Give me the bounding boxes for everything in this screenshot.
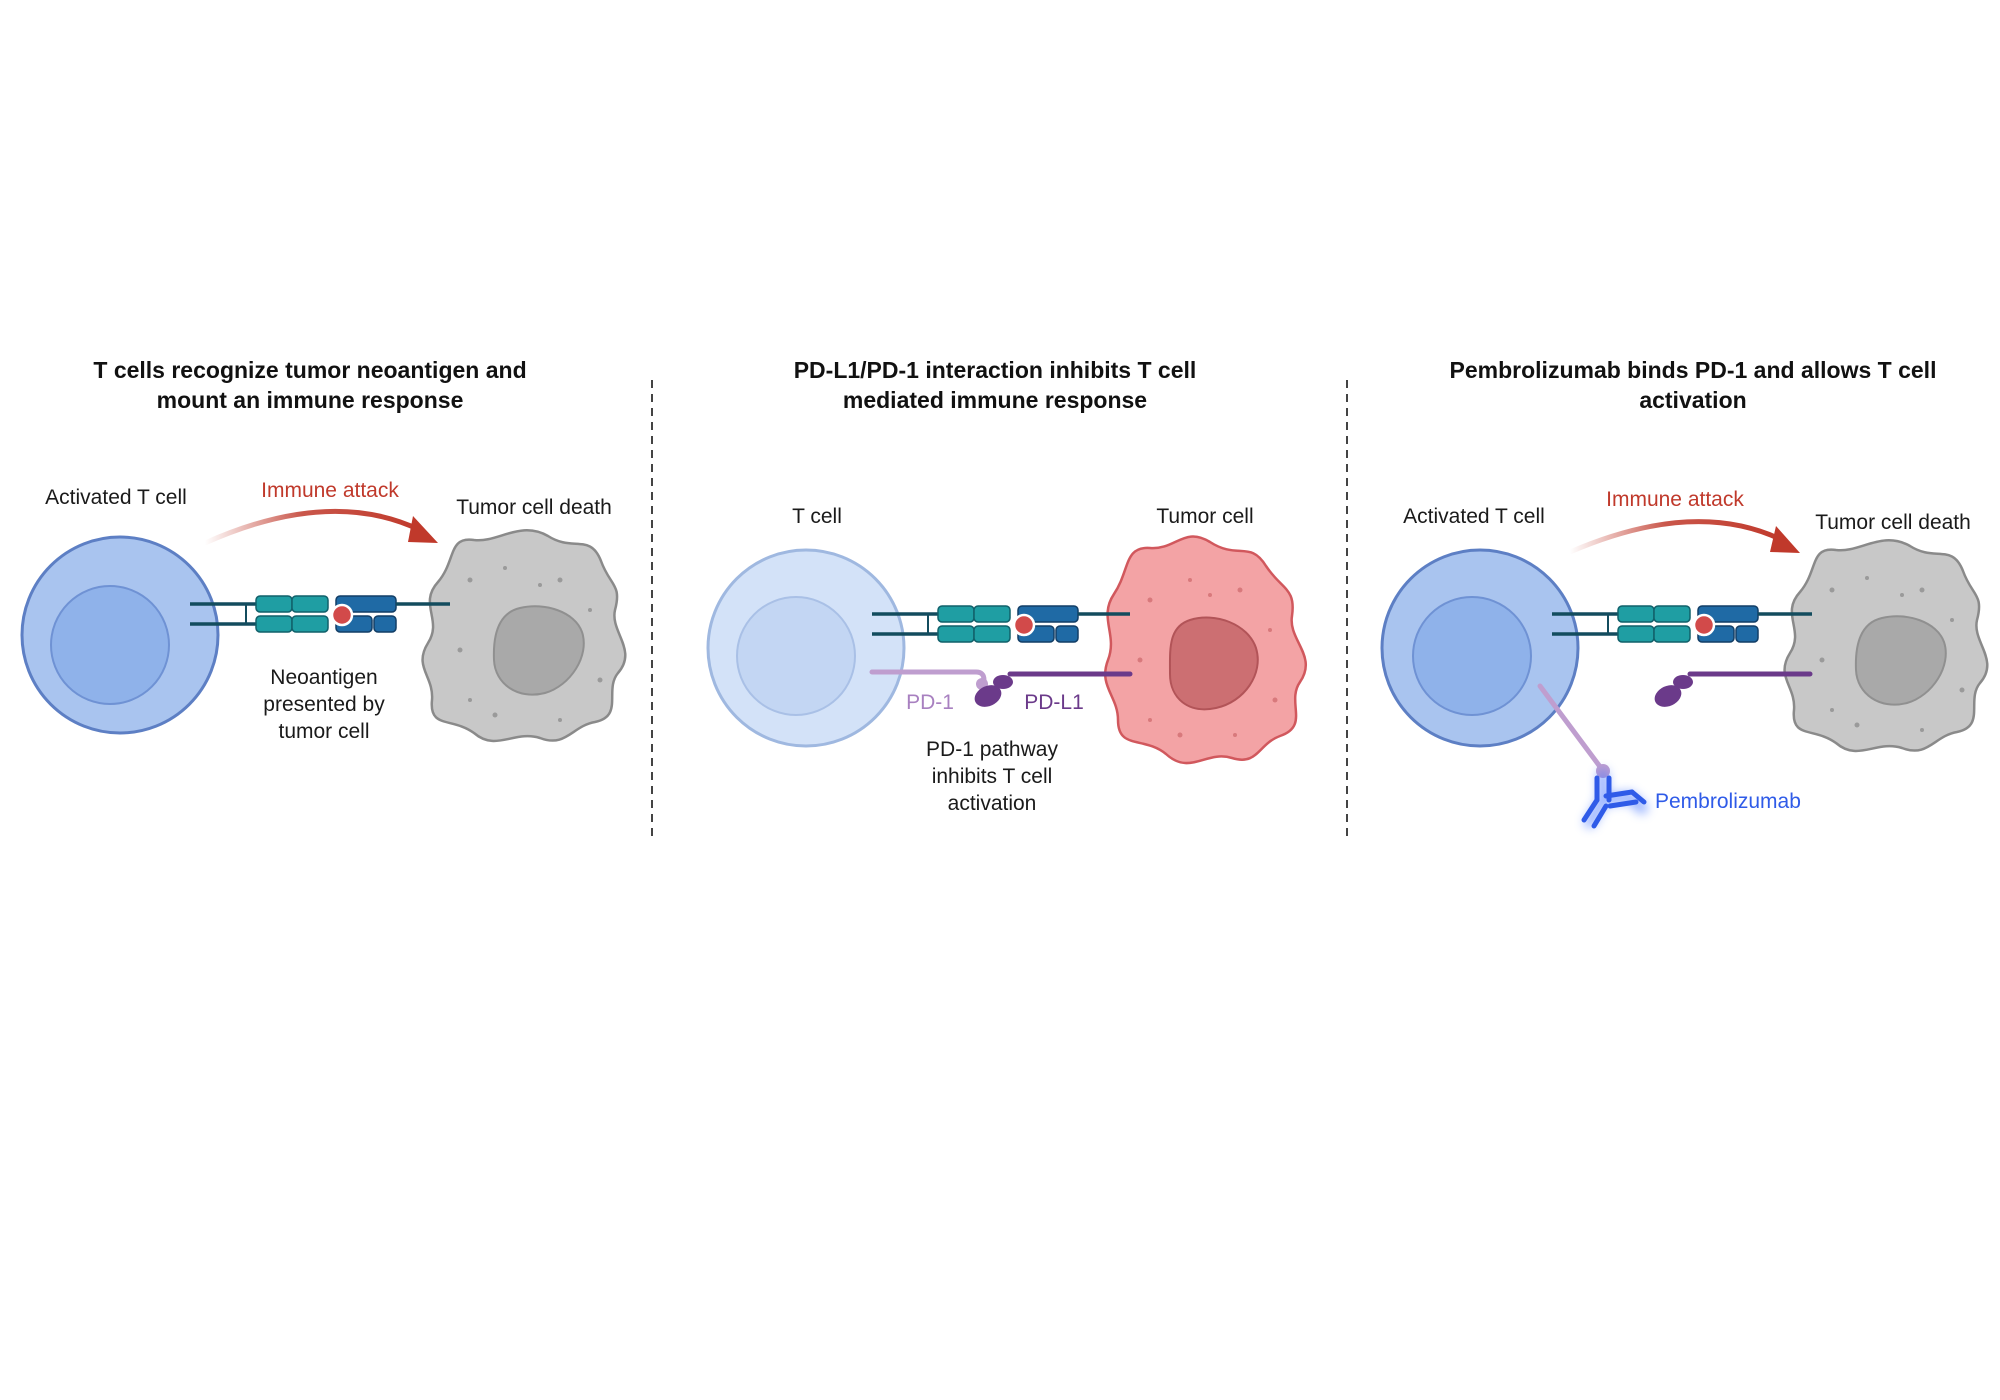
neoantigen-icon: [1692, 613, 1716, 637]
panel-1-title: mount an immune response: [157, 387, 464, 413]
pd1-label: PD-1: [906, 691, 954, 714]
pembrolizumab-label: Pembrolizumab: [1655, 790, 1801, 813]
panel-2-title: mediated immune response: [843, 387, 1147, 413]
pdl1-label: PD-L1: [1024, 691, 1084, 714]
tumor-label: Tumor cell: [1156, 505, 1253, 528]
neoantigen-icon: [330, 603, 354, 627]
dead-tumor-nucleus: [1854, 615, 1947, 706]
tcell-label: Activated T cell: [45, 486, 187, 509]
panel-3-title: activation: [1639, 387, 1746, 413]
pathway-label: inhibits T cell: [932, 765, 1053, 788]
pathway-label: activation: [948, 792, 1037, 815]
tcr-mhc-complex: [872, 605, 1130, 643]
tcell-label: T cell: [792, 505, 842, 528]
tcell-label: Activated T cell: [1403, 505, 1545, 528]
panel-1-title: T cells recognize tumor neoantigen and: [93, 357, 526, 383]
tcr-mhc-complex: [190, 595, 450, 633]
tcell-nucleus: [1412, 596, 1532, 716]
panel-3-title: Pembrolizumab binds PD-1 and allows T ce…: [1450, 357, 1937, 383]
arrow-label: Immune attack: [261, 479, 399, 502]
pdl1-head: [1673, 675, 1693, 689]
arrow-head: [1770, 526, 1800, 553]
neoantigen-label: presented by: [263, 693, 385, 716]
curved-arrow-icon: [202, 508, 423, 546]
neoantigen-label: tumor cell: [278, 720, 369, 743]
arrow-label: Immune attack: [1606, 488, 1744, 511]
panel-inhibition: PD-L1/PD-1 interaction inhibits T cell m…: [706, 357, 1307, 815]
panel-2-title: PD-L1/PD-1 interaction inhibits T cell: [794, 357, 1197, 383]
dead-tumor-nucleus: [492, 605, 585, 696]
live-tumor-nucleus: [1168, 616, 1259, 711]
pdl1-head: [1654, 685, 1682, 707]
tcell-nucleus: [50, 585, 170, 705]
tumor-label: Tumor cell death: [1815, 511, 1971, 534]
pd1-receptor: [1537, 683, 1604, 771]
tcell-nucleus: [736, 596, 856, 716]
pdl1-head: [993, 675, 1013, 689]
arrow-head: [408, 516, 438, 543]
panel-pembrolizumab: Pembrolizumab binds PD-1 and allows T ce…: [1380, 357, 1989, 829]
antibody-icon: [1581, 769, 1648, 829]
neoantigen-label: Neoantigen: [270, 666, 377, 689]
tumor-speckles: [1137, 578, 1278, 738]
neoantigen-icon: [1012, 613, 1036, 637]
pathway-label: PD-1 pathway: [926, 738, 1058, 761]
tumor-speckles: [1819, 576, 1965, 732]
pdl1-head: [974, 685, 1002, 707]
panel-recognition: T cells recognize tumor neoantigen and m…: [20, 357, 627, 743]
curved-arrow-icon: [1567, 519, 1785, 555]
tumor-label: Tumor cell death: [456, 496, 612, 519]
tumor-speckles: [457, 566, 603, 722]
tcr-mhc-complex: [1552, 605, 1812, 643]
